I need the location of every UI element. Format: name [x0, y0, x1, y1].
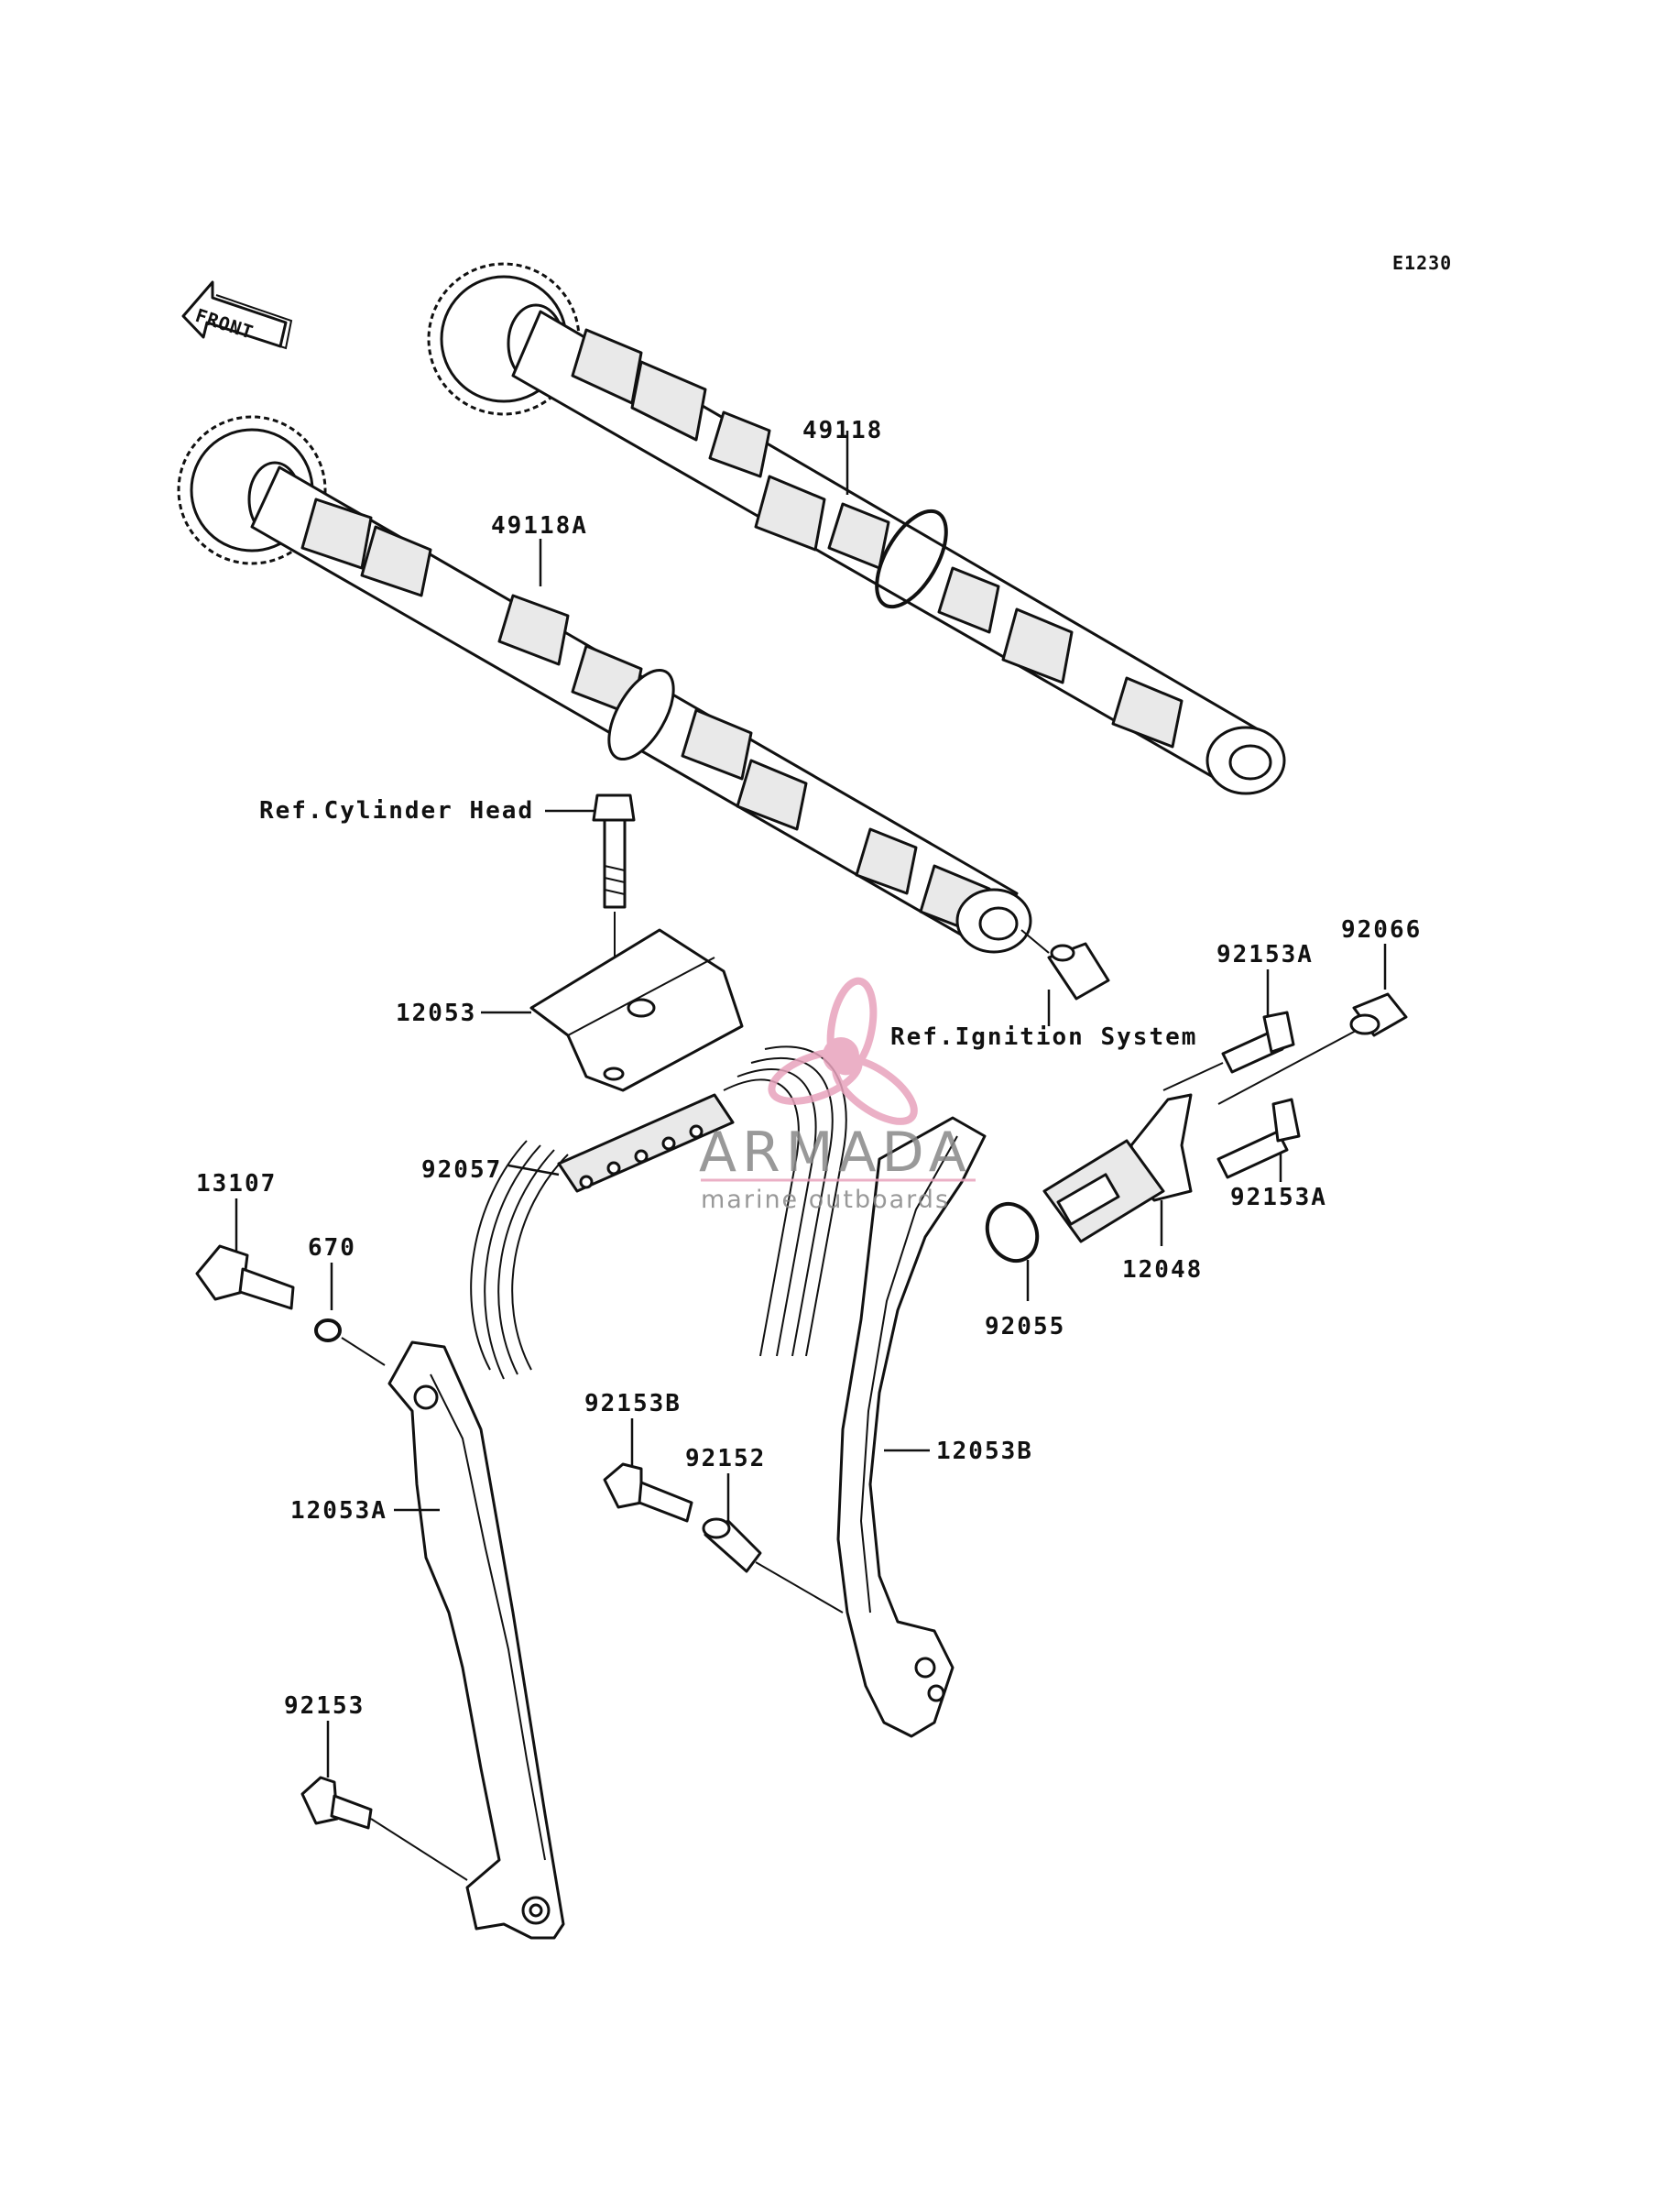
guide-bolt-b	[603, 1462, 693, 1523]
front-arrow-icon: FRONT	[181, 280, 293, 350]
label-guide-bolt-b: 92153B	[584, 1390, 682, 1417]
label-tensioner-bolt-top: 92153A	[1216, 941, 1314, 968]
camshaft-holder	[529, 928, 744, 1092]
label-collar: 92152	[685, 1445, 766, 1472]
tensioner-cap	[1349, 992, 1408, 1037]
chain-guide-a	[387, 1340, 565, 1940]
label-ref-cylinder-head: Ref.Cylinder Head	[259, 797, 534, 825]
cylinder-head-bolt	[592, 793, 636, 909]
propeller-logo-icon	[768, 977, 918, 1125]
armada-watermark: ARMADA marine outboards	[699, 977, 976, 1214]
ignition-rotor	[1047, 942, 1110, 1001]
intake-camshaft	[427, 262, 1286, 795]
small-o-ring	[314, 1318, 342, 1342]
label-chain-guide-b: 12053B	[936, 1438, 1033, 1465]
watermark-tagline: marine outboards	[701, 1186, 950, 1214]
label-guide-bolt-small: 92153	[284, 1692, 365, 1720]
label-chain-guide-a: 12053A	[290, 1497, 387, 1525]
exhaust-camshaft	[177, 415, 1032, 954]
label-small-o-ring: 670	[308, 1234, 356, 1262]
label-guide-bolt-large: 13107	[196, 1170, 277, 1198]
label-ref-ignition-system: Ref.Ignition System	[890, 1023, 1197, 1051]
tensioner-bolt-top	[1221, 1011, 1295, 1074]
chain-guide-b	[836, 1116, 987, 1738]
label-tensioner-bolt-bottom: 92153A	[1230, 1184, 1327, 1211]
label-exhaust-camshaft: 49118A	[491, 512, 588, 540]
label-timing-chain: 92057	[421, 1156, 502, 1184]
guide-bolt-large	[195, 1244, 295, 1310]
tensioner-bolt-bottom	[1216, 1098, 1301, 1179]
label-cam-chain-tensioner: 12048	[1122, 1256, 1203, 1284]
diagram-code: E1230	[1392, 252, 1452, 274]
cam-chain-tensioner	[1042, 1093, 1193, 1243]
label-intake-camshaft: 49118	[802, 417, 883, 444]
label-camshaft-holder: 12053	[396, 1000, 476, 1027]
guide-bolt-small	[300, 1776, 373, 1830]
watermark-brand: ARMADA	[699, 1121, 972, 1185]
collar	[702, 1517, 762, 1573]
label-tensioner-o-ring: 92055	[985, 1313, 1065, 1340]
tensioner-o-ring	[985, 1201, 1040, 1264]
label-tensioner-cap: 92066	[1341, 916, 1422, 944]
